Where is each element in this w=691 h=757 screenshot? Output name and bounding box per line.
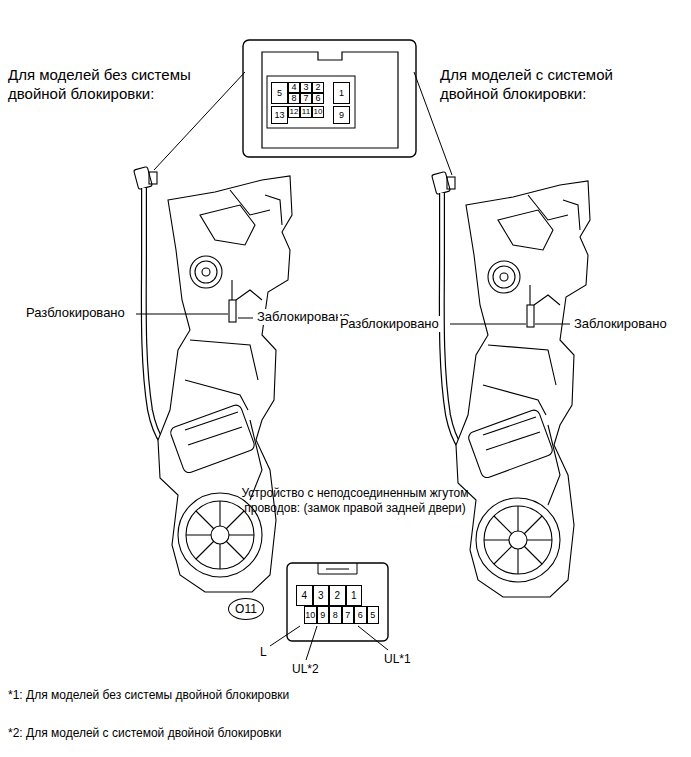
pin-number: 3 (300, 82, 312, 93)
pin-number: 10 (312, 106, 324, 118)
pin-number: 4 (288, 82, 300, 93)
model-heading: Для моделей без системы двойной блокиров… (8, 66, 218, 104)
position-leader (450, 324, 570, 325)
footnote: *1: Для моделей без системы двойной блок… (8, 688, 289, 703)
pin-number: 3 (313, 585, 330, 606)
pin-number: 4 (296, 585, 313, 606)
connector-caption: Устройство с неподсоединенным жгутом про… (225, 486, 485, 516)
connector-latch (318, 563, 357, 574)
pin-leader (270, 626, 388, 660)
pin-number: 2 (329, 585, 346, 606)
pin-number: 7 (300, 93, 312, 104)
pin-number: 12 (288, 106, 300, 118)
pin-number: 7 (342, 606, 355, 624)
pin-number: 8 (329, 606, 342, 624)
pin-number: 11 (300, 106, 312, 118)
inset-frame (243, 40, 416, 157)
pin-number: 9 (317, 606, 330, 624)
signal-name: L (258, 645, 269, 660)
pin-number: 5 (271, 82, 288, 104)
pin-number: 6 (354, 606, 367, 624)
pin-number: 1 (346, 585, 363, 606)
signal-name: UL*2 (290, 662, 321, 677)
position-label: Разблокировано (24, 305, 127, 321)
inset-connector (262, 52, 398, 148)
position-label: Разблокировано (338, 316, 441, 332)
pin-number: 13 (271, 106, 288, 124)
position-label: Заблокировано (572, 316, 669, 332)
inset-pin-block (267, 76, 355, 128)
model-heading: Для моделей с системой двойной блокировк… (440, 66, 640, 104)
lock-right (432, 172, 590, 597)
pin-number: 6 (312, 93, 324, 104)
signal-name: UL*1 (382, 652, 413, 667)
footnote: *2: Для моделей с системой двойной блоки… (8, 726, 281, 741)
pin-number: 2 (312, 82, 324, 93)
pin-number: 1 (333, 82, 350, 104)
pin-number: 5 (367, 606, 380, 624)
lock-left (134, 167, 292, 592)
connector-code-oval: O11 (228, 598, 264, 620)
connector-housing (287, 563, 388, 641)
pin-number: 9 (333, 106, 350, 124)
pin-number: 8 (288, 93, 300, 104)
position-leader (136, 314, 253, 318)
pin-number: 10 (304, 606, 317, 624)
connector-code: O11 (235, 603, 257, 615)
inset-leader (154, 72, 452, 175)
